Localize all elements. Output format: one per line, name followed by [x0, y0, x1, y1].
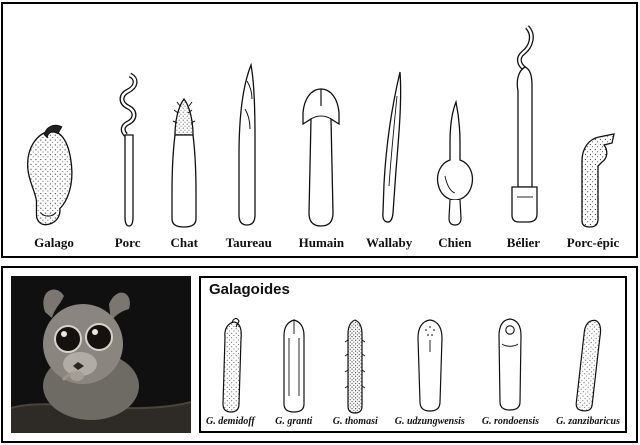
specimen-porc-epic: Porc-épic — [564, 10, 622, 251]
specimen-label: Porc — [114, 235, 141, 250]
specimen-label: Chien — [438, 235, 472, 250]
galago-photo-image — [11, 276, 191, 433]
humain-drawing — [291, 81, 351, 231]
chien-drawing — [427, 96, 483, 231]
species-thomasi: G. thomasi — [333, 314, 378, 427]
specimen-row: Galago Porc — [3, 4, 636, 256]
species-row: G. demidoff G. granti — [206, 314, 620, 427]
specimen-galago: Galago — [15, 10, 93, 251]
species-label: G. granti — [275, 416, 313, 427]
specimen-chien: Chien — [427, 10, 483, 251]
specimen-label: Porc-épic — [566, 235, 620, 250]
species-udzungwensis: G. udzungwensis — [395, 314, 465, 427]
porc-epic-drawing — [564, 123, 622, 231]
specimen-wallaby: Wallaby — [366, 10, 412, 251]
specimen-label: Wallaby — [365, 235, 413, 250]
g-granti-drawing — [272, 314, 316, 414]
belier-drawing — [497, 21, 549, 231]
chat-drawing — [162, 91, 206, 231]
g-demidoff-drawing — [208, 314, 252, 414]
specimen-label: Galago — [34, 235, 74, 250]
species-label: G. zanzibaricus — [556, 416, 620, 427]
galagoides-box: Galagoides G. demidoff — [199, 276, 627, 433]
specimen-taureau: Taureau — [221, 10, 277, 251]
specimen-label: Bélier — [506, 235, 541, 250]
species-rondoensis: G. rondoensis — [482, 314, 539, 427]
g-thomasi-drawing — [333, 314, 377, 414]
specimen-chat: Chat — [162, 10, 206, 251]
galago-drawing — [15, 119, 93, 231]
g-rondoensis-drawing — [488, 314, 532, 414]
taureau-drawing — [221, 59, 277, 231]
galagoides-title: Galagoides — [209, 281, 290, 298]
specimen-belier: Bélier — [497, 10, 549, 251]
specimen-label: Chat — [170, 235, 198, 250]
galago-photo — [11, 276, 191, 433]
specimen-humain: Humain — [291, 10, 351, 251]
species-demidoff: G. demidoff — [206, 314, 255, 427]
specimen-porc: Porc — [108, 10, 148, 251]
species-label: G. rondoensis — [481, 416, 540, 427]
species-label: G. demidoff — [206, 416, 255, 427]
species-label: G. thomasi — [332, 416, 378, 427]
species-granti: G. granti — [272, 314, 316, 427]
specimen-label: Humain — [298, 235, 345, 250]
porc-drawing — [108, 69, 148, 231]
g-udzungwensis-drawing — [408, 314, 452, 414]
specimen-label: Taureau — [225, 235, 272, 250]
species-label: G. udzungwensis — [394, 416, 465, 427]
wallaby-drawing — [366, 66, 412, 231]
bottom-galagoides-panel: Galagoides G. demidoff — [1, 266, 638, 443]
g-zanzibaricus-drawing — [566, 314, 610, 414]
species-zanzibaricus: G. zanzibaricus — [556, 314, 620, 427]
top-comparative-panel: Galago Porc — [1, 2, 638, 258]
